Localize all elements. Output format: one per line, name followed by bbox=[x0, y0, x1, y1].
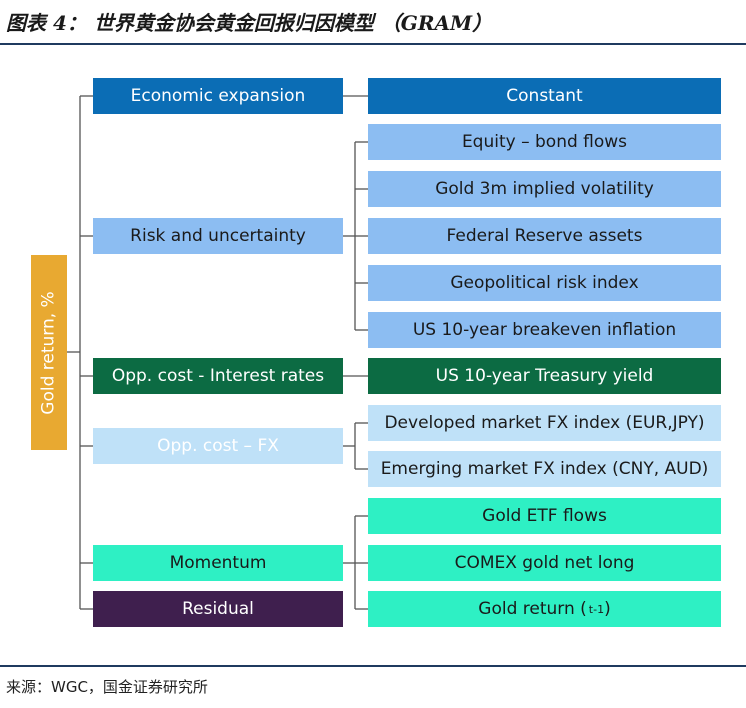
factor-constant: Constant bbox=[368, 78, 721, 114]
category-risk-uncertainty: Risk and uncertainty bbox=[93, 218, 343, 254]
factor-us-10y-breakeven-inflation: US 10-year breakeven inflation bbox=[368, 312, 721, 348]
bottom-rule bbox=[0, 665, 746, 667]
category-residual: Residual bbox=[93, 591, 343, 627]
category-opp-cost-interest-rates: Opp. cost - Interest rates bbox=[93, 358, 343, 394]
root-node: Gold return, % bbox=[31, 255, 67, 450]
factor-emerging-market-fx-index: Emerging market FX index (CNY, AUD) bbox=[368, 451, 721, 487]
root-label: Gold return, % bbox=[39, 290, 59, 415]
factor-federal-reserve-assets: Federal Reserve assets bbox=[368, 218, 721, 254]
factor-gold-3m-implied-volatility: Gold 3m implied volatility bbox=[368, 171, 721, 207]
category-opp-cost-fx: Opp. cost – FX bbox=[93, 428, 343, 464]
category-economic-expansion: Economic expansion bbox=[93, 78, 343, 114]
factor-developed-market-fx-index: Developed market FX index (EUR,JPY) bbox=[368, 405, 721, 441]
factor-us-10y-treasury-yield: US 10-year Treasury yield bbox=[368, 358, 721, 394]
top-rule bbox=[0, 43, 746, 45]
factor-equity-bond-flows: Equity – bond flows bbox=[368, 124, 721, 160]
factor-comex-gold-net-long: COMEX gold net long bbox=[368, 545, 721, 581]
factor-gold-return-lagged: Gold return (t-1) bbox=[368, 591, 721, 627]
figure-title: 图表 4： 世界黄金协会黄金回报归因模型 （GRAM） bbox=[6, 11, 493, 35]
category-momentum: Momentum bbox=[93, 545, 343, 581]
factor-geopolitical-risk-index: Geopolitical risk index bbox=[368, 265, 721, 301]
source-note: 来源：WGC，国金证券研究所 bbox=[6, 678, 208, 696]
factor-gold-etf-flows: Gold ETF flows bbox=[368, 498, 721, 534]
